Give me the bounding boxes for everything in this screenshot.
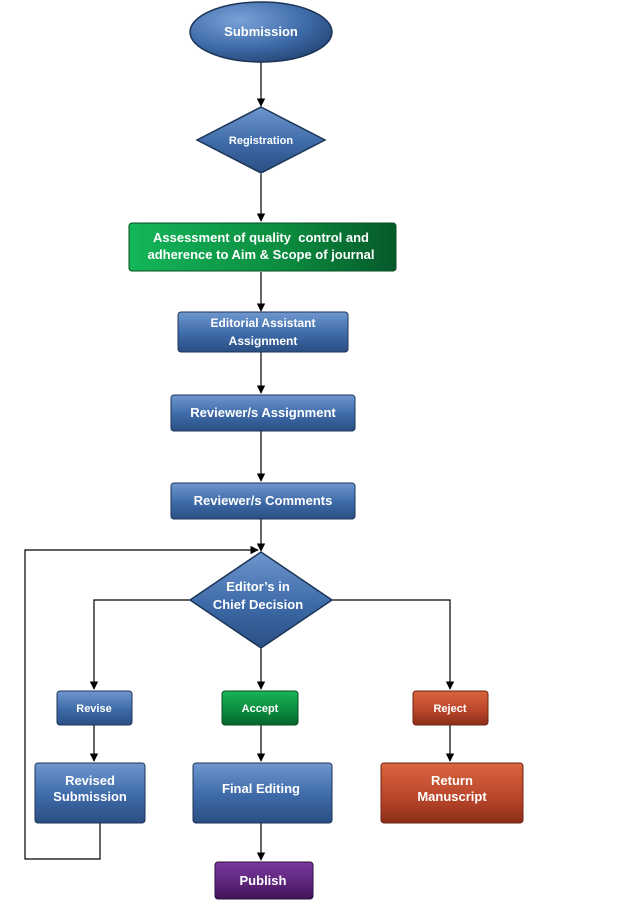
node-revised-submission-line-2: Submission [53, 789, 127, 804]
node-publish-label: Publish [240, 873, 287, 888]
node-accept: Accept [221, 690, 299, 726]
node-reject: Reject [412, 690, 489, 726]
node-return-manuscript-line-1: Return [431, 773, 473, 788]
connectors [24, 62, 455, 861]
node-reject-label: Reject [433, 703, 466, 715]
node-final-editing-label: Final Editing [222, 781, 300, 796]
node-editor-decision-line-1: Editor’s in [226, 579, 290, 594]
node-assessment-line-2: adherence to Aim & Scope of journal [147, 247, 374, 262]
arrow-decision-revise [89, 599, 190, 690]
node-reviewer-assignment-label: Reviewer/s Assignment [190, 405, 336, 420]
node-publish: Publish [214, 861, 314, 900]
node-assessment: Assessment of quality control and adhere… [128, 222, 397, 272]
node-accept-label: Accept [242, 703, 279, 715]
node-assessment-line-1: Assessment of quality control and [153, 230, 369, 245]
node-return-manuscript: Return Manuscript [380, 762, 524, 824]
node-editorial-assistant: Editorial Assistant Assignment [177, 311, 349, 353]
node-editor-decision-line-2: Chief Decision [213, 597, 303, 612]
node-registration-label: Registration [229, 135, 293, 147]
node-revised-submission: Revised Submission [34, 762, 146, 824]
node-editor-decision: Editor’s in Chief Decision [188, 551, 334, 649]
node-editorial-assistant-line-2: Assignment [229, 334, 298, 348]
arrow-decision-reject [332, 599, 455, 690]
node-reviewer-comments-label: Reviewer/s Comments [194, 493, 333, 508]
node-editorial-assistant-line-1: Editorial Assistant [211, 316, 316, 330]
arrow-resubmission-loop [24, 545, 259, 860]
node-final-editing: Final Editing [192, 762, 333, 824]
node-revise: Revise [56, 690, 133, 726]
node-revise-label: Revise [76, 703, 111, 715]
node-registration: Registration [195, 106, 327, 174]
node-reviewer-comments: Reviewer/s Comments [170, 482, 356, 520]
node-reviewer-assignment: Reviewer/s Assignment [170, 394, 356, 432]
node-revised-submission-line-1: Revised [65, 773, 115, 788]
node-return-manuscript-line-2: Manuscript [417, 789, 487, 804]
node-submission: Submission [189, 1, 333, 63]
node-submission-label: Submission [224, 24, 298, 39]
